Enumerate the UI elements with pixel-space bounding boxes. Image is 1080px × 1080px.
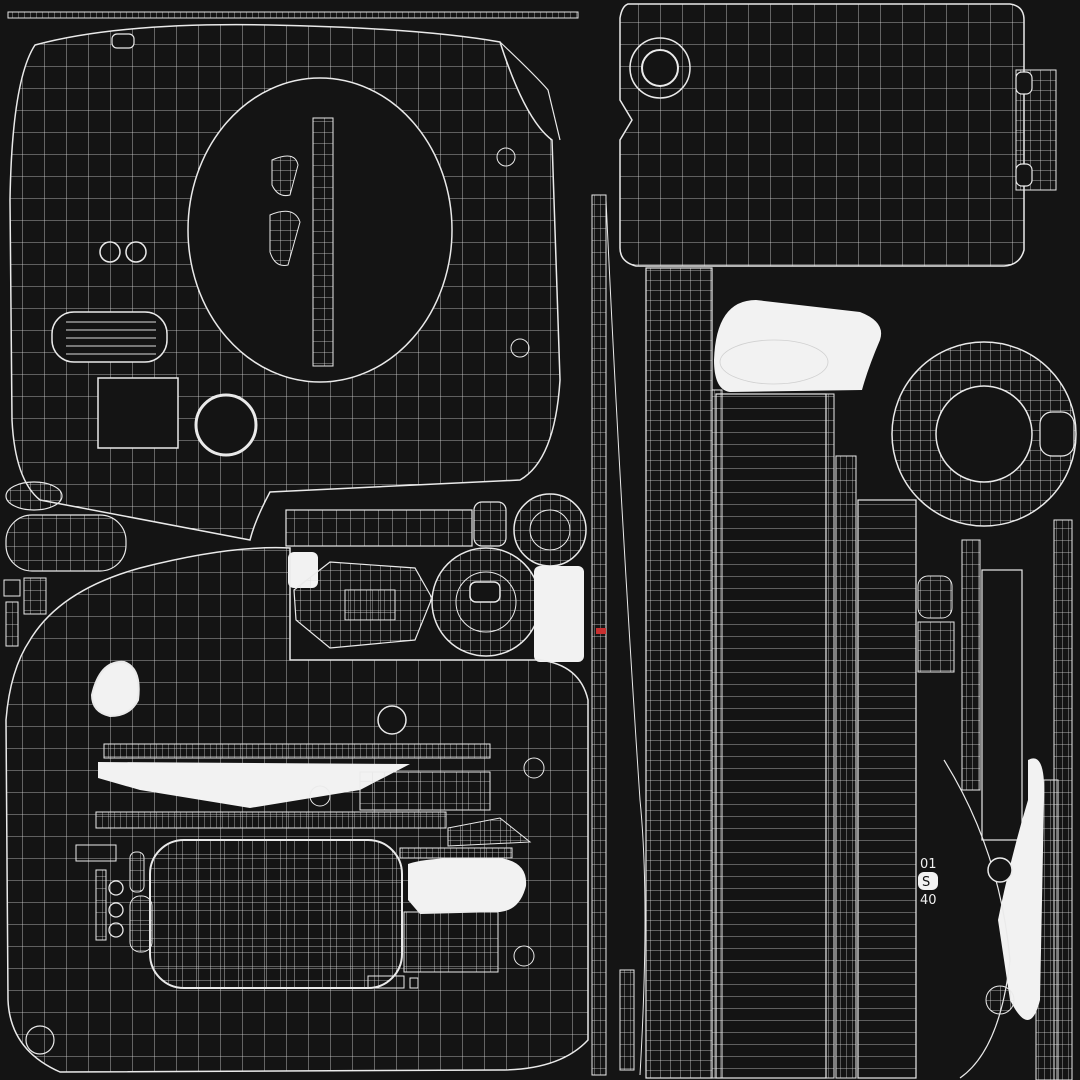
lower-teardrop — [90, 660, 140, 718]
upper-square-cutout — [97, 377, 179, 449]
tall-grid-column-1 — [645, 267, 713, 1079]
tall-grid-column-3 — [857, 499, 917, 1079]
right-ring — [891, 341, 1077, 527]
center-white-block — [534, 566, 584, 662]
upper-vent-slot — [51, 311, 168, 363]
top-edge-strip — [7, 11, 579, 19]
decal-labels: 01 S 40 — [918, 857, 938, 908]
island-pill — [5, 514, 127, 572]
upper-round-cutout — [194, 393, 258, 457]
panel-ring — [629, 37, 691, 99]
center-octagon-disc — [513, 493, 587, 567]
top-right-panel — [619, 3, 1057, 267]
lower-grid-window — [149, 839, 403, 989]
center-grid-bar — [285, 509, 473, 547]
white-blob-top — [714, 300, 882, 392]
decal-middle-letter: S — [922, 875, 930, 890]
tall-grid-column-2 — [715, 393, 827, 1079]
thin-strip-1 — [591, 194, 607, 1076]
lower-body-shell — [5, 546, 589, 1073]
upper-body-shell — [9, 23, 561, 541]
right-black-bar — [981, 569, 1023, 841]
decal-top-number: 01 — [920, 857, 937, 872]
island-oval-small — [5, 481, 63, 511]
lens-center-strip — [312, 117, 334, 367]
decal-bottom-number: 40 — [920, 893, 937, 908]
